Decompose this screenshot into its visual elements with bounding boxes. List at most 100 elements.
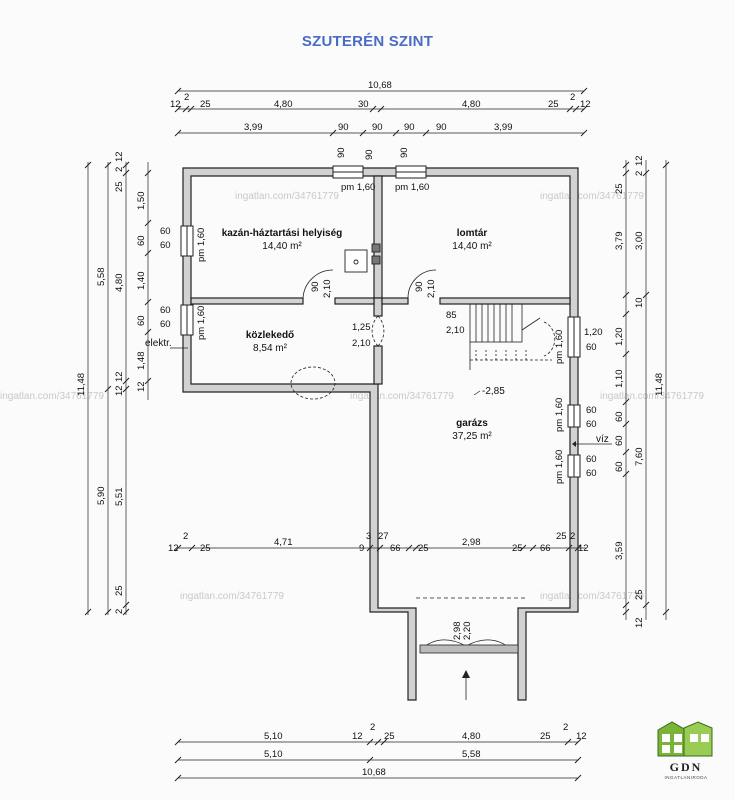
room-labels: kazán-háztartási helyiség 14,40 m² lomtá… xyxy=(145,228,609,445)
dim-label: 90 xyxy=(399,147,410,158)
dim-label: 2,98 xyxy=(452,622,463,641)
dim-label: 11,48 xyxy=(654,373,665,396)
watermark: ingatlan.com/34761779 xyxy=(235,191,339,202)
dim-label: 1,50 xyxy=(136,192,147,211)
dim-label: 2 xyxy=(114,167,125,172)
dim-label: 12 xyxy=(170,99,181,110)
dim-label: 4,80 xyxy=(462,731,481,742)
dim-label: 3,59 xyxy=(614,542,625,561)
dim-label: 60 xyxy=(136,235,147,246)
interior-wall xyxy=(373,345,383,385)
walls xyxy=(182,167,579,701)
dim-label: 25 xyxy=(114,585,125,596)
room-area-lomtar: 14,40 m² xyxy=(452,241,492,252)
dim-label: 4,80 xyxy=(114,274,125,293)
dim-label: 90 xyxy=(336,147,347,158)
dim-label: 90 xyxy=(364,149,375,160)
dim-label: 1,25 xyxy=(352,322,371,333)
dim-label: 90 xyxy=(404,122,415,133)
dim-label: pm 1,60 xyxy=(196,306,207,340)
dim-label: 9 xyxy=(359,543,364,554)
dim-label: 4,71 xyxy=(274,537,293,548)
dim-label: pm 1,60 xyxy=(395,182,429,193)
dim-label: 60 xyxy=(586,405,597,416)
dim-label: 1,48 xyxy=(136,352,147,371)
dim-label: 85 xyxy=(446,310,457,321)
dim-label: 60 xyxy=(614,461,625,472)
dim-label: 12 xyxy=(114,371,125,382)
dim-label: 2,20 xyxy=(462,622,473,641)
dim-label: 5,10 xyxy=(264,749,283,760)
opening-labels: 90 pm 1,60 90 pm 1,60 90 60 60 pm 1,60 6… xyxy=(160,147,603,640)
dim-label: 10,68 xyxy=(362,767,386,778)
dim-label: 90 xyxy=(372,122,383,133)
dim-label: 60 xyxy=(160,319,171,330)
dim-label: 30 xyxy=(358,99,369,110)
dim-label: 4,80 xyxy=(462,99,481,110)
watermark: ingatlan.com/34761779 xyxy=(180,591,284,602)
interior-wall xyxy=(373,297,383,317)
dim-label: 3,99 xyxy=(244,122,263,133)
room-name-kozlekedo: közlekedő xyxy=(246,330,294,341)
interior-wall xyxy=(373,175,383,299)
interior-wall xyxy=(190,297,304,305)
dim-label: 2 xyxy=(184,92,189,103)
dim-label: 5,58 xyxy=(96,268,107,287)
dim-label: 90 xyxy=(338,122,349,133)
dim-label: 12 xyxy=(580,99,591,110)
dim-label: 12 xyxy=(136,381,147,392)
dim-label: 25 xyxy=(556,531,567,542)
dim-label: 60 xyxy=(614,411,625,422)
dim-label: 10,68 xyxy=(368,80,392,91)
windows xyxy=(180,165,581,478)
dim-label: pm 1,60 xyxy=(554,330,565,364)
garage-door xyxy=(416,597,526,700)
dim-label: 90 xyxy=(310,281,321,292)
interior-wall xyxy=(439,297,571,305)
dim-label: 27 xyxy=(378,531,389,542)
dim-label: 12 xyxy=(114,385,125,396)
note-viz: víz xyxy=(596,434,609,445)
dim-label: 2,10 xyxy=(426,280,437,299)
dim-label: 25 xyxy=(200,543,211,554)
room-name-lomtar: lomtár xyxy=(457,228,488,239)
middle-dimensions: 12 2 25 4,71 3 9 27 66 25 2,98 25 66 25 … xyxy=(168,531,589,554)
dim-label: 60 xyxy=(160,305,171,316)
watermark: ingatlan.com/34761779 xyxy=(350,391,454,402)
watermark: ingatlan.com/34761779 xyxy=(0,391,104,402)
logo-subtitle: INGATLANIRODA xyxy=(664,775,708,780)
dim-label: 7,60 xyxy=(634,448,645,467)
dim-label: 25 xyxy=(540,731,551,742)
dim-label: 12 xyxy=(634,617,645,628)
dim-label: 1,10 xyxy=(614,370,625,389)
dim-label: 2,10 xyxy=(322,280,333,299)
dim-label: 66 xyxy=(540,543,551,554)
dim-label: 12 xyxy=(352,731,363,742)
dim-label: 25 xyxy=(634,589,645,600)
dim-label: 90 xyxy=(414,281,425,292)
dim-label: 12 xyxy=(168,543,179,554)
dim-label: pm 1,60 xyxy=(554,398,565,432)
door-swings xyxy=(290,269,556,651)
room-area-kozlekedo: 8,54 m² xyxy=(253,343,288,354)
dim-label: 3,00 xyxy=(634,232,645,251)
outer-wall xyxy=(182,167,579,701)
dim-label: 3 xyxy=(366,531,371,542)
room-area-garazs: 37,25 m² xyxy=(452,431,492,442)
plan-title: SZUTERÉN SZINT xyxy=(301,33,434,50)
dim-label: 3,79 xyxy=(614,232,625,251)
interior-wall xyxy=(334,297,375,305)
dim-label: 5,10 xyxy=(264,731,283,742)
dim-label: 60 xyxy=(586,468,597,479)
dim-label: 25 xyxy=(114,181,125,192)
dim-label: 60 xyxy=(586,342,597,353)
dim-label: pm 1,60 xyxy=(341,182,375,193)
dim-label: 25 xyxy=(614,183,625,194)
dim-label: 60 xyxy=(160,226,171,237)
dim-label: 2,10 xyxy=(446,325,465,336)
dim-label: 25 xyxy=(418,543,429,554)
dim-label: 5,90 xyxy=(96,487,107,506)
dim-label: 2,10 xyxy=(352,338,371,349)
dim-label: 25 xyxy=(384,731,395,742)
dim-label: 12 xyxy=(634,155,645,166)
